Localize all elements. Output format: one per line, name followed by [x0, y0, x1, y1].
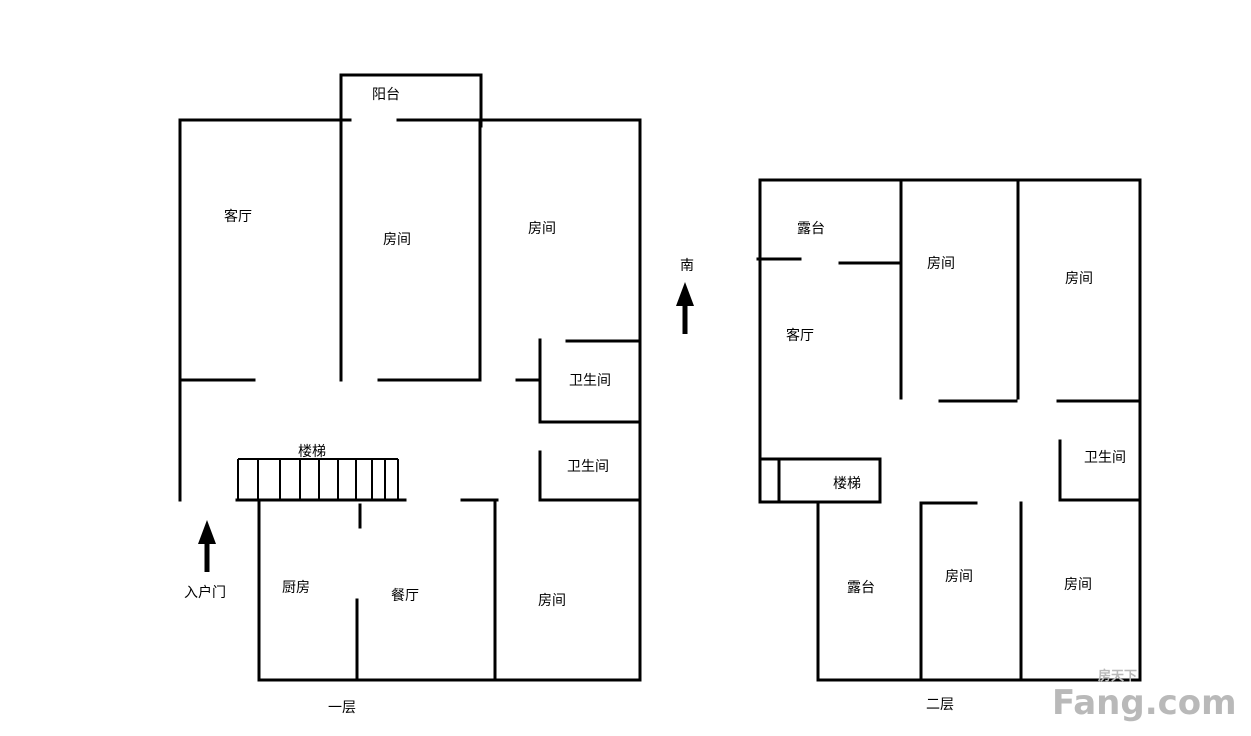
caption-floor-1: 一层 [328, 700, 356, 716]
label-f1-living: 客厅 [224, 208, 252, 225]
label-f2-room-b: 房间 [1065, 271, 1093, 287]
label-f1-dining: 餐厅 [391, 588, 419, 604]
label-f1-room-b: 房间 [528, 221, 556, 237]
label-f1-bath-b: 卫生间 [567, 459, 609, 475]
label-f2-living: 客厅 [786, 327, 814, 344]
label-f2-room-c: 房间 [945, 569, 973, 585]
label-f2-terrace-a: 露台 [797, 221, 825, 237]
compass-arrow [676, 282, 694, 334]
label-f1-bath-a: 卫生间 [569, 373, 611, 389]
floor-1-staircase [237, 458, 399, 500]
label-f2-bath: 卫生间 [1084, 450, 1126, 466]
watermark-logo: 房天下 Fang.com [1052, 668, 1237, 723]
floor-1-walls [178, 73, 642, 682]
caption-floor-2: 二层 [926, 697, 954, 713]
label-entrance: 入户门 [184, 584, 226, 601]
label-f1-stairs: 楼梯 [298, 444, 326, 460]
label-f1-room-c: 房间 [538, 593, 566, 609]
floor-2-walls [756, 178, 1142, 682]
watermark-brand: Fang.com [1052, 683, 1237, 723]
label-f2-room-a: 房间 [927, 256, 955, 272]
label-f1-kitchen: 厨房 [282, 580, 310, 596]
entrance-arrow [198, 520, 216, 572]
label-f2-room-d: 房间 [1064, 577, 1092, 593]
balcony-wall [339, 73, 483, 128]
label-f2-terrace-b: 露台 [847, 580, 875, 596]
label-f1-room-a: 房间 [383, 232, 411, 248]
watermark-cn: 房天下 [1098, 668, 1137, 684]
label-f2-stairs: 楼梯 [833, 476, 861, 492]
compass-label: 南 [680, 258, 694, 274]
label-f1-balcony: 阳台 [372, 87, 400, 103]
